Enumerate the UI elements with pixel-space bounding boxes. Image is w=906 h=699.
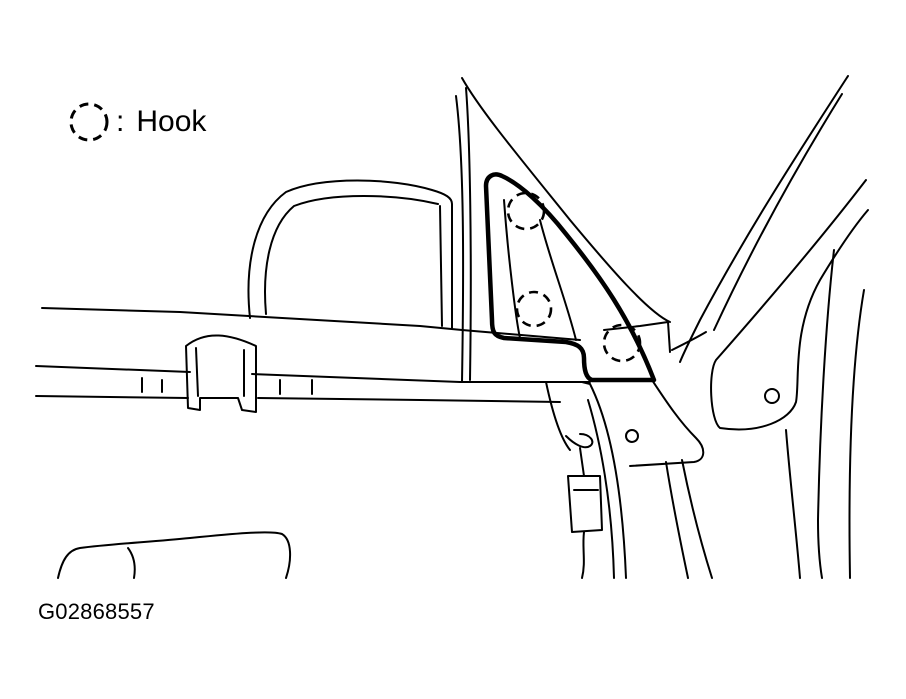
door-belt-lines: [35, 307, 591, 403]
door-armrest: [57, 531, 292, 579]
mirror-base-cover: [483, 172, 671, 383]
hook-lower: [602, 323, 642, 363]
hook-middle: [515, 290, 553, 328]
legend-colon: :: [116, 105, 125, 138]
dashed-circle-icon: [69, 102, 109, 142]
legend: : Hook: [66, 100, 206, 144]
door-mirror: [247, 179, 453, 329]
weatherstrip-clip: [185, 334, 257, 413]
pillar-hole: [764, 388, 780, 404]
figure-code: G02868557: [38, 599, 155, 624]
door-inner-panel: [545, 381, 713, 579]
wire-connector: [567, 475, 603, 533]
bracket-hole: [625, 429, 639, 443]
hooks: [506, 191, 642, 363]
mirror-bracket: [625, 331, 707, 467]
windshield-pillar: [679, 75, 869, 579]
mirror-wire-harness: [565, 433, 603, 579]
a-pillar-frame: [455, 77, 671, 383]
legend-label: Hook: [136, 105, 207, 138]
hook-upper: [506, 191, 546, 231]
